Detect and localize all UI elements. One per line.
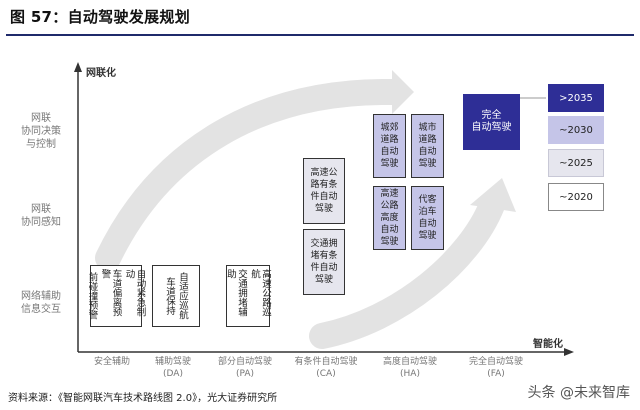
feature-adaptive-cruise: 自适应巡航 [177,272,188,320]
box-highway-conditional-automation: 高速公 路有条 件自动 驾驶 [303,158,345,224]
x-label-name: 高度自动驾驶 [382,357,437,367]
box-driver-assist: 车道保持 自适应巡航 [152,265,200,327]
box-safety-assist: 前碰撞预警 车道偏离预警 自动紧急制动 [86,265,146,327]
x-label-name: 辅助驾驶 [154,357,191,367]
upper-arrow-head [392,70,414,114]
x-label-code: (PA) [235,369,255,379]
x-axis-arrowhead [564,348,574,356]
x-label-ha: 高度自动驾驶 (HA) [370,356,450,380]
box-suburban-road-automation: 城郊 道路 自动 驾驶 [373,114,406,178]
x-label-name: 部分自动驾驶 [217,357,272,367]
y-axis-arrowhead [74,62,82,72]
upper-curved-arrow [95,78,405,271]
timeline-2020: ~2020 [548,183,604,211]
feature-lane-departure-warning: 车道偏离预警 [99,269,122,317]
y-label-cooperative-decision: 网联 协同决策 与控制 [6,112,76,151]
y-label-line: 网联 [31,204,51,215]
x-label-fa: 完全自动驾驶 (FA) [456,356,536,380]
timeline-2030: ~2030 [548,116,604,144]
y-axis-name: 网联化 [86,68,116,79]
timeline-2035: >2035 [548,84,604,112]
y-label-line: 网络辅助 [21,291,61,302]
box-full-automation: 完全 自动驾驶 [463,94,520,150]
y-label-line: 与控制 [26,139,56,150]
lower-curved-arrow [309,192,505,349]
feature-traffic-jam-assist: 交通拥堵辅助 [225,269,247,317]
x-label-code: (DA) [163,369,183,379]
feature-lane-keeping: 车道保持 [164,277,175,315]
x-axis-name: 智能化 [533,339,563,350]
source-note: 资料来源：《智能网联汽车技术路线图 2.0》，光大证券研究所 [8,393,278,404]
x-label-safety: 安全辅助 [72,356,152,368]
x-label-name: 有条件自动驾驶 [294,357,358,367]
y-label-line: 协同感知 [21,217,61,228]
box-valet-parking-automation: 代客 泊车 自动 驾驶 [411,186,444,250]
x-label-name: 完全自动驾驶 [468,357,523,367]
x-label-ca: 有条件自动驾驶 (CA) [286,356,366,380]
x-label-pa: 部分自动驾驶 (PA) [205,356,285,380]
x-label-code: (FA) [487,369,505,379]
x-label-name: 安全辅助 [93,357,130,367]
feature-highway-cruise: 高速公路巡航 [249,269,271,317]
feature-forward-collision-warning: 前碰撞预警 [86,272,98,320]
y-label-cooperative-perception: 网联 协同感知 [6,203,76,229]
title-rule [6,34,634,36]
box-highway-high-automation: 高速 公路 高度 自动 驾驶 [373,186,406,250]
y-label-info-exchange: 网络辅助 信息交互 [6,290,76,316]
page-title: 图 57：自动驾驶发展规划 [10,8,190,26]
x-label-code: (CA) [316,369,336,379]
y-label-line: 网联 [31,113,51,124]
box-partial-automation: 交通拥堵辅助 高速公路巡航 [225,265,271,327]
feature-automatic-emergency-braking: 自动紧急制动 [123,269,146,317]
x-label-code: (HA) [400,369,420,379]
watermark: 头条 @未来智库 [527,385,630,401]
lower-arrow-head [470,178,516,212]
timeline-2025: ~2025 [548,149,604,177]
box-urban-road-automation: 城市 道路 自动 驾驶 [411,114,444,178]
y-label-line: 协同决策 [21,126,61,137]
x-label-da: 辅助驾驶 (DA) [133,356,213,380]
box-traffic-jam-conditional-automation: 交通拥 堵有条 件自动 驾驶 [303,229,345,295]
y-label-line: 信息交互 [21,304,61,315]
